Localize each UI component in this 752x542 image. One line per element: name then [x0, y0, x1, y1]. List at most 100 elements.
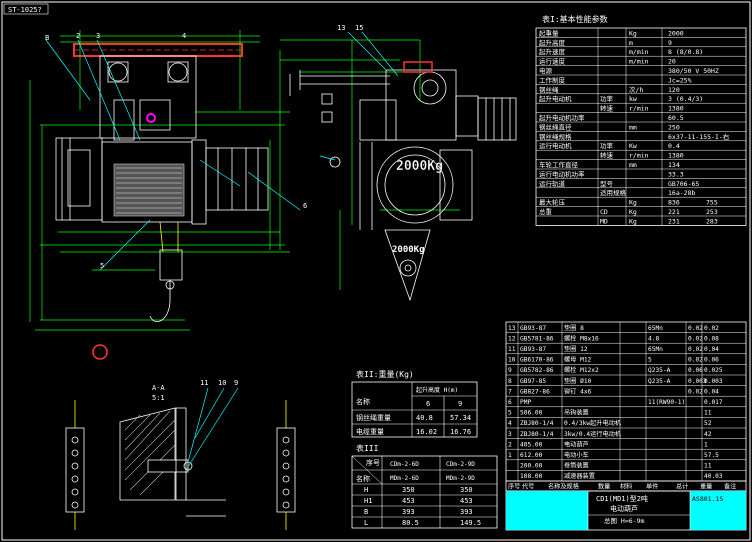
- bom-cell: GB93-87: [520, 325, 546, 332]
- bom-cell: 卷筒装置: [564, 462, 589, 470]
- bom-cell: 65Mn: [648, 325, 663, 332]
- table3-r0c2: 350: [460, 486, 473, 494]
- bom-footer-header: 重量: [700, 483, 712, 491]
- table3-r2c1: 393: [402, 508, 415, 516]
- side-label-13: 13: [337, 24, 345, 32]
- table2-r1c0: 电缆重量: [356, 427, 384, 436]
- table3-title: 表III: [356, 443, 379, 453]
- table1-cell: 功率: [600, 94, 614, 103]
- table2-h3: 9: [458, 400, 462, 408]
- bom-cell: 螺母 M12: [564, 356, 592, 364]
- bom-cell: 3: [508, 431, 512, 438]
- bom-cell: 螺栓 M12x2: [564, 366, 599, 374]
- bom-cell: Q235-A: [648, 367, 671, 374]
- bom-footer-header: 数量: [598, 483, 610, 491]
- detail-label-11: 11: [200, 379, 208, 387]
- table-weights: 表II:重量(Kg) 名称 起升高度 H(m) 6 9 钢丝绳重量 40.8 5…: [351, 369, 478, 438]
- table3-sh1: MDm-2-6D: [390, 475, 419, 482]
- side-label-15: 15: [355, 24, 363, 32]
- table1-cell: 起升速度: [539, 47, 566, 56]
- table1-cell: 转速: [600, 104, 614, 113]
- table1-cell: 钢丝绳直径: [539, 122, 572, 131]
- front-label-5: 5: [100, 262, 104, 270]
- table1-cell: 2000: [668, 29, 684, 37]
- table1-cell: 134: [668, 161, 680, 169]
- table1-cell: 型号: [600, 179, 614, 188]
- bom-cell: 电动小车: [564, 451, 589, 459]
- section-detail: 11 10 9: [119, 379, 239, 517]
- bom-cell: 0.02: [688, 325, 703, 332]
- bom-cell: 13: [508, 325, 516, 332]
- table1-cell: 转速: [600, 151, 614, 160]
- bom-cell: PMP: [520, 399, 531, 406]
- table1-cell: Kg: [629, 29, 637, 37]
- bom-cell: 57.5: [704, 452, 719, 459]
- table1-cell: 运行电动机功率: [539, 169, 585, 178]
- bom-cell: 108.00: [520, 473, 543, 480]
- table1-cell: 适用规格: [600, 188, 627, 197]
- bom-cell: 0.04: [704, 388, 719, 395]
- side-capacity-label-big: 2000Kg: [396, 159, 443, 174]
- bom-cell: 52: [704, 420, 712, 427]
- bom-footer-header: 序号: [508, 483, 520, 491]
- drawing-number: ST-1025?: [8, 6, 42, 14]
- rope-drum: [113, 163, 185, 217]
- title-name: 电动葫芦: [610, 504, 638, 513]
- table1-cell: r/min: [629, 105, 649, 113]
- table1-cell: m: [629, 39, 633, 47]
- table1-cell: 231: [668, 217, 680, 225]
- table3-r2c2: 393: [460, 508, 473, 516]
- bom-cell: 减速器装置: [564, 472, 595, 480]
- bom-footer-header: 单件: [646, 483, 658, 491]
- bom-cell: 9: [508, 367, 512, 374]
- table1-cell: m/min: [629, 58, 649, 66]
- table1-cell: 250: [668, 123, 680, 131]
- bom-cell: 0.02: [688, 388, 703, 395]
- table1-cell: 起升电动机功率: [539, 113, 585, 122]
- table1-cell: 钢丝绳: [539, 85, 559, 94]
- table1-cell: 运行电动机: [539, 141, 572, 150]
- bom-cell: 65Mn: [648, 346, 663, 353]
- bom-cell: 垫圈 8: [564, 324, 584, 332]
- table3-r1c0: H1: [364, 497, 372, 505]
- detail-label-10: 10: [218, 379, 226, 387]
- bom-cell: 0.06: [704, 357, 719, 364]
- table1-cell: 起升电动机: [539, 94, 572, 103]
- table3-h0: 序号: [366, 458, 380, 467]
- table1-cell: 次/h: [629, 85, 643, 94]
- bom-cell: ZBJ80-1/4: [520, 431, 554, 438]
- bom-cell: 吊钩装置: [564, 409, 589, 417]
- table1-cell: Kw: [629, 142, 637, 150]
- table1-cell: 253: [706, 208, 718, 216]
- bom-footer-header: 材料: [620, 483, 632, 491]
- bom-cell: 8: [508, 378, 512, 385]
- bom-cell: 0.02: [688, 346, 703, 353]
- table3-r1c1: 453: [402, 497, 415, 505]
- table1-cell: 钢丝绳规格: [539, 132, 572, 141]
- bom-cell: 12: [508, 335, 516, 342]
- side-capacity-label-small: 2000Kg: [392, 245, 425, 255]
- bom-cell: 4.8: [648, 335, 659, 342]
- table1-cell: Kg: [629, 208, 637, 216]
- table2-r1c1: 16.02: [416, 428, 437, 436]
- bom-cell: 5: [648, 357, 652, 364]
- bom-cell: 电动葫芦: [564, 440, 589, 448]
- table3-h2: CDm-2-9D: [446, 461, 475, 468]
- bom-footer-header: 代号: [522, 483, 534, 491]
- table1-cell: GB706-65: [668, 180, 699, 188]
- table3-r3c1: 80.5: [402, 519, 419, 527]
- front-view: B 2 3 4 5 6 A-A 5:1: [29, 30, 307, 402]
- table2-r0c1: 40.8: [416, 414, 433, 422]
- table1-cell: 起重量: [539, 29, 559, 37]
- table1-cell: 6x37-11-155-I-右: [668, 132, 730, 141]
- bom-cell: 0.02: [688, 335, 703, 342]
- table2-h0: 名称: [356, 397, 370, 406]
- table1-cell: 8 (8/0.8): [668, 48, 703, 56]
- bom-footer-header: 名称及规格: [548, 483, 580, 491]
- table1-cell: mm: [629, 161, 637, 169]
- bom-cell: GB97-85: [520, 378, 546, 385]
- bom-cell: 0.017: [704, 399, 723, 406]
